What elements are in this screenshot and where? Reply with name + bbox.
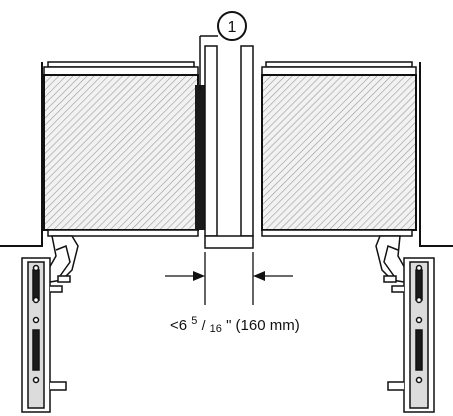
dim-arrow-left-head xyxy=(193,271,205,281)
dim-frac-slash: / xyxy=(202,317,206,333)
dimension-label: <6 5 / 16 " (160 mm) xyxy=(170,311,300,336)
callout-number: 1 xyxy=(228,19,237,36)
right-bottom-lip xyxy=(261,229,413,237)
callout-1: 1 xyxy=(199,11,247,90)
dim-frac-den: 16 xyxy=(210,323,222,335)
right-top-rail-front xyxy=(261,66,417,76)
right-panel xyxy=(261,74,417,231)
floor-outline-right xyxy=(419,62,453,247)
right-hinge xyxy=(375,235,435,413)
callout-circle xyxy=(217,11,247,41)
left-panel xyxy=(43,74,199,231)
right-appliance xyxy=(261,61,417,237)
dim-frac-num: 5 xyxy=(191,315,197,327)
left-bottom-lip xyxy=(47,229,199,237)
dim-arrow-right-head xyxy=(253,271,265,281)
center-left-post xyxy=(204,45,218,237)
left-appliance xyxy=(43,61,205,237)
left-dark-strip xyxy=(195,85,205,230)
left-hinge xyxy=(21,235,79,413)
floor-outline-left xyxy=(0,62,43,247)
left-top-rail-front xyxy=(43,66,199,76)
center-right-post xyxy=(240,45,254,237)
gap-dimension: <6 5 / 16 " (160 mm) xyxy=(165,252,300,336)
dim-prefix: <6 xyxy=(170,317,191,334)
dim-suffix: " (160 mm) xyxy=(226,317,300,334)
center-channel xyxy=(204,45,254,249)
center-base xyxy=(204,235,254,249)
